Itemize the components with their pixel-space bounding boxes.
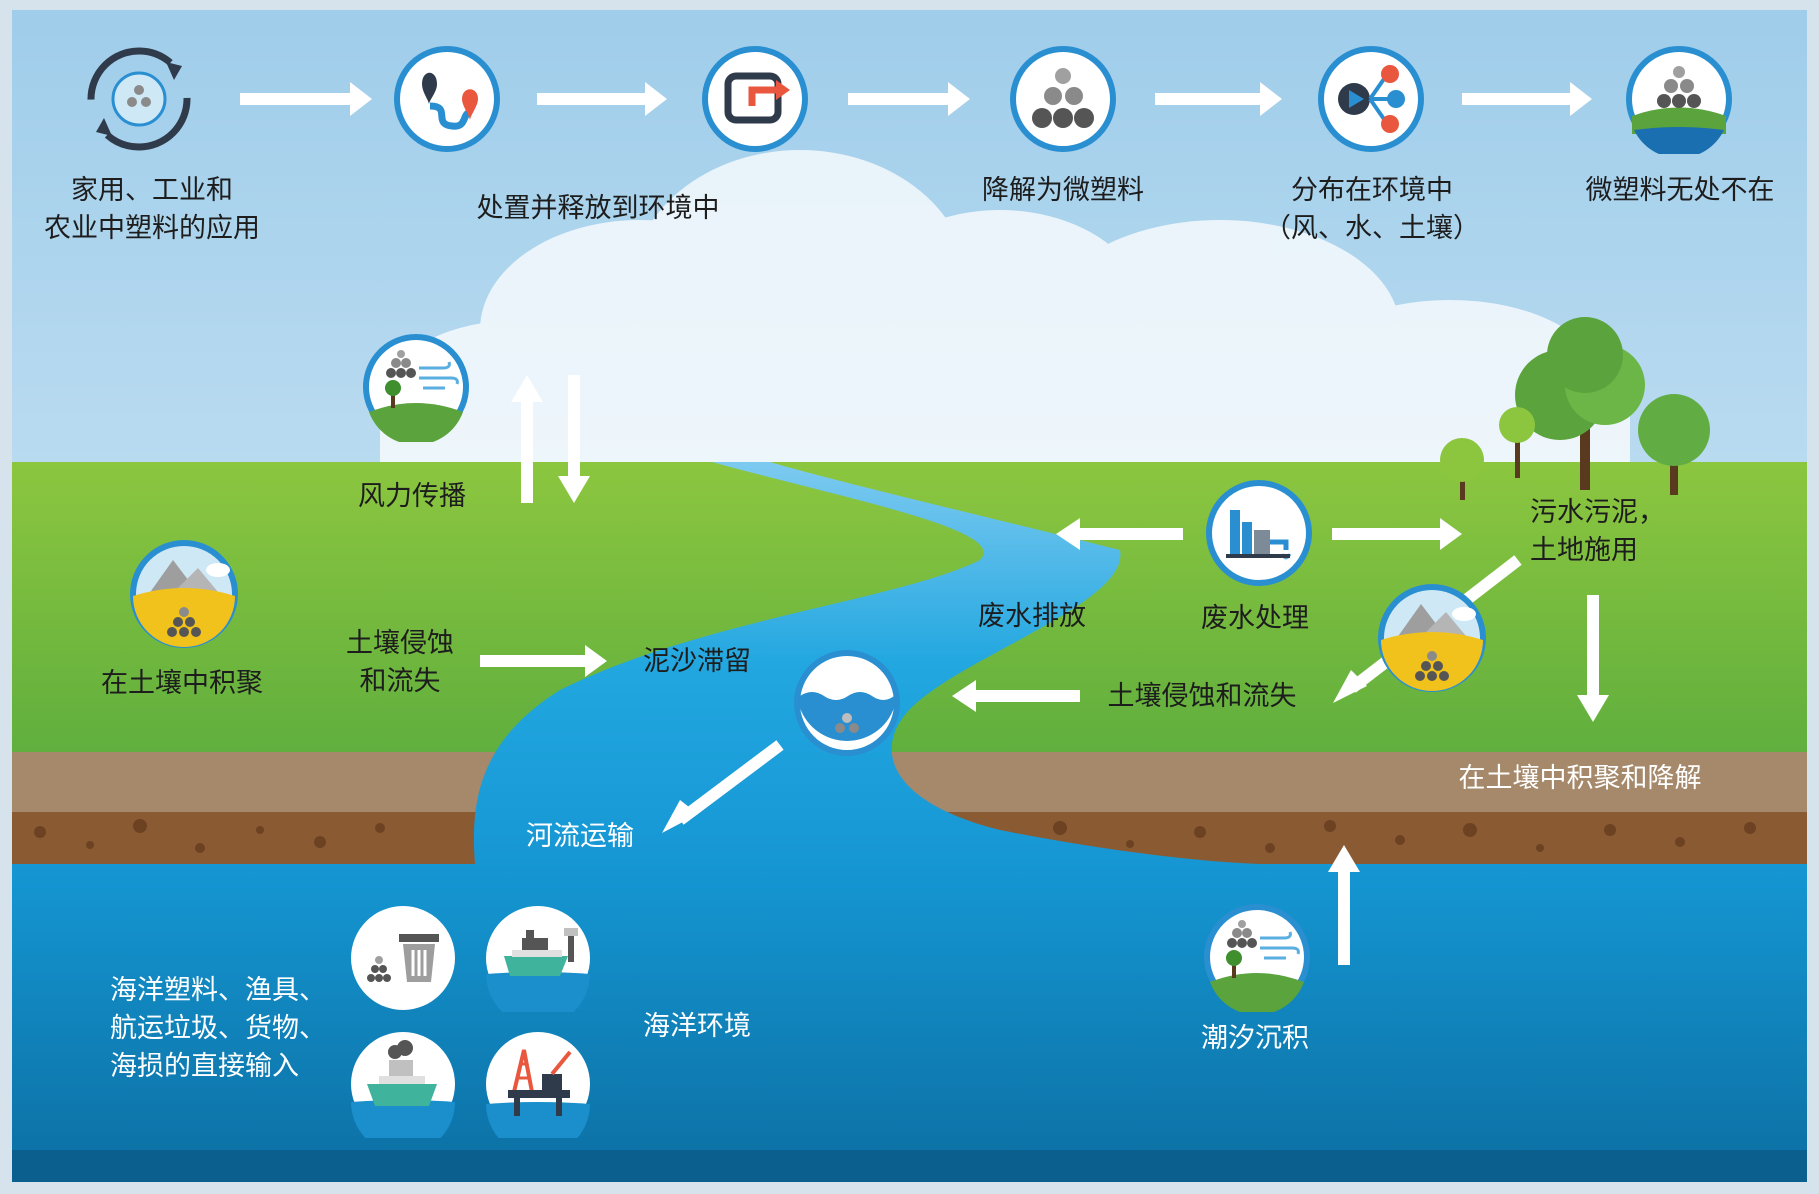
sewage-sludge-line2: 土地施用 [1530, 535, 1638, 566]
accumulate-degrade-label: 在土壤中积聚和降解 [1458, 763, 1702, 794]
ocean-floor [12, 1150, 1807, 1182]
recycle-cycle-icon [87, 47, 191, 151]
step1-line1: 家用、工业和 [71, 175, 233, 206]
microplastic-particles-icon [1010, 46, 1116, 152]
soil-erosion-label: 土壤侵蚀 和流失 [346, 625, 454, 701]
wastewater-plant-icon [1206, 480, 1312, 586]
cargo-ship-icon [351, 1032, 455, 1138]
direct-input-line1: 海洋塑料、渔具、 [110, 975, 326, 1006]
step4-line2: （风、水、土壤） [1264, 213, 1480, 244]
wind-label: 风力传播 [358, 481, 466, 512]
ship-painting-icon [486, 906, 590, 1012]
trash-bin-icon [351, 906, 455, 1010]
wastewater-discharge-label: 废水排放 [978, 601, 1086, 632]
export-release-icon [702, 46, 808, 152]
river-transport-label: 河流运输 [526, 821, 634, 852]
ocean-environment-label: 海洋环境 [643, 1011, 751, 1042]
water-particles-icon [794, 650, 900, 756]
step5-label: 微塑料无处不在 [1585, 175, 1775, 206]
step2-label: 处置并释放到环境中 [476, 193, 720, 224]
wind-transport-icon [363, 334, 469, 442]
sewage-sludge-line1: 污水污泥， [1530, 497, 1665, 528]
soil-erosion-line1: 土壤侵蚀 [346, 628, 454, 659]
step4-label: 分布在环境中 （风、水、土壤） [1264, 172, 1480, 248]
direct-input-line2: 航运垃圾、货物、 [110, 1013, 326, 1044]
microplastic-landscape-icon [1626, 46, 1732, 154]
clouds [380, 150, 1630, 470]
tidal-wind-icon [1204, 904, 1310, 1012]
ocean [12, 864, 1807, 1182]
soil-erosion-line2: 和流失 [359, 666, 441, 697]
route-map-pin-icon [394, 46, 500, 152]
direct-input-label: 海洋塑料、渔具、 航运垃圾、货物、 海损的直接输入 [110, 972, 326, 1086]
step1-label: 家用、工业和 农业中塑料的应用 [44, 172, 260, 248]
direct-input-line3: 海损的直接输入 [110, 1051, 299, 1082]
soil-mountain-icon [1378, 584, 1486, 692]
soil-accumulation-label: 在土壤中积聚 [101, 668, 263, 699]
sediment-label: 泥沙滞留 [643, 646, 751, 677]
flow-arrows [240, 82, 1609, 965]
step4-line1: 分布在环境中 [1291, 175, 1453, 206]
soil-mountain-icon [130, 540, 238, 648]
trees [1440, 317, 1710, 500]
tidal-label: 潮汐沉积 [1201, 1023, 1309, 1054]
wastewater-treatment-label: 废水处理 [1201, 603, 1309, 634]
step3-label: 降解为微塑料 [982, 175, 1144, 206]
distribution-network-icon [1318, 46, 1424, 152]
step1-line2: 农业中塑料的应用 [44, 213, 260, 244]
soil-erosion-right-label: 土壤侵蚀和流失 [1107, 681, 1297, 712]
sewage-sludge-label: 污水污泥， 土地施用 [1530, 494, 1665, 570]
oil-platform-icon [486, 1032, 590, 1138]
